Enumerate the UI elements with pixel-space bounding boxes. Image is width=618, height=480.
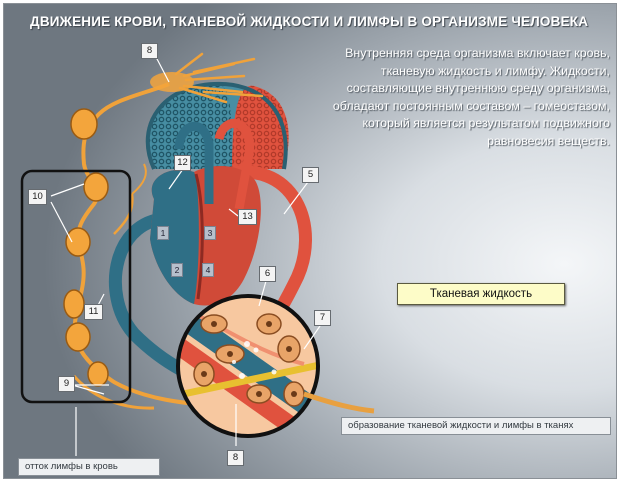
slide-title: ДВИЖЕНИЕ КРОВИ, ТКАНЕВОЙ ЖИДКОСТИ И ЛИМФ… xyxy=(30,14,610,36)
heart-chamber-4: 4 xyxy=(202,263,214,277)
callout-10: 10 xyxy=(28,189,47,205)
formation-note: образование тканевой жидкости и лимфы в … xyxy=(341,417,611,435)
outflow-note: отток лимфы в кровь xyxy=(18,458,160,476)
callout-12: 12 xyxy=(174,155,191,171)
callout-13: 13 xyxy=(238,209,257,225)
intro-text: Внутренняя среда организма включает кров… xyxy=(300,45,610,165)
callout-9: 9 xyxy=(58,376,75,392)
tissue-fluid-label[interactable]: Тканевая жидкость xyxy=(397,283,565,305)
slide: ДВИЖЕНИЕ КРОВИ, ТКАНЕВОЙ ЖИДКОСТИ И ЛИМФ… xyxy=(3,3,617,479)
callout-8-bottom: 8 xyxy=(227,450,244,466)
tissue-magnifier-icon xyxy=(164,296,334,449)
callout-8-top: 8 xyxy=(141,43,158,59)
heart-chamber-1: 1 xyxy=(157,226,169,240)
callout-11: 11 xyxy=(84,304,103,320)
heart-chamber-2: 2 xyxy=(171,263,183,277)
lung-capillaries xyxy=(148,84,289,169)
callout-6: 6 xyxy=(259,266,276,282)
lymph-node-icon xyxy=(64,109,108,386)
heart-chamber-3: 3 xyxy=(204,226,216,240)
callout-5: 5 xyxy=(302,167,319,183)
tissue-vessel-tail xyxy=(304,394,374,411)
callout-7: 7 xyxy=(314,310,331,326)
